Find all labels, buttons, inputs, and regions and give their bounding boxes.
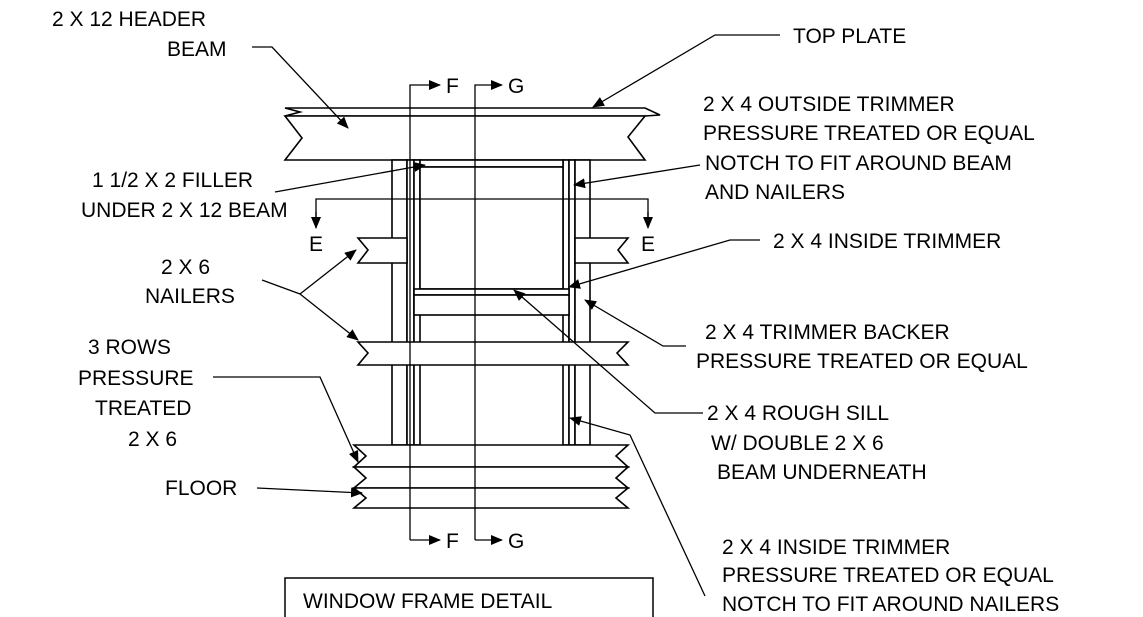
sill-beam (413, 294, 570, 316)
left-trimmer-backer (391, 159, 408, 446)
filler-strip (419, 159, 564, 168)
label-inside-trimmer-bottom-1: 2 X 4 INSIDE TRIMMER (722, 536, 950, 559)
label-nailers-1: 2 X 6 (161, 256, 210, 279)
label-filler-1: 1 1/2 X 2 FILLER (92, 169, 253, 192)
leader-lines (213, 34, 780, 597)
label-rough-sill-1: 2 X 4 ROUGH SILL (707, 402, 889, 425)
label-rough-sill-3: BEAM UNDERNEATH (717, 461, 927, 484)
label-filler-2: UNDER 2 X 12 BEAM (81, 199, 288, 222)
section-markers: F F G G E E (309, 75, 655, 553)
label-nailers-2: NAILERS (145, 285, 235, 308)
section-g-top: G (508, 75, 524, 98)
frame-structure (283, 107, 661, 509)
label-inside-trimmer-top: 2 X 4 INSIDE TRIMMER (773, 230, 1001, 253)
label-rough-sill-2: W/ DOUBLE 2 X 6 (711, 432, 884, 455)
section-f-bottom: F (446, 530, 459, 553)
treated-row-1 (351, 444, 631, 468)
label-rows-4: 2 X 6 (128, 428, 177, 451)
treated-row-3 (351, 487, 631, 509)
label-outside-trimmer-1: 2 X 4 OUTSIDE TRIMMER (703, 93, 955, 116)
nailer-upper-left (356, 237, 408, 264)
title-block: WINDOW FRAME DETAIL (284, 577, 654, 617)
top-plate (284, 107, 661, 117)
label-trimmer-backer-1: 2 X 4 TRIMMER BACKER (705, 321, 950, 344)
label-inside-trimmer-bottom-2: PRESSURE TREATED OR EQUAL (722, 564, 1054, 587)
labels: 2 X 12 HEADER BEAM TOP PLATE 2 X 4 OUTSI… (52, 8, 1059, 616)
label-outside-trimmer-4: AND NAILERS (705, 181, 845, 204)
label-inside-trimmer-bottom-3: NOTCH TO FIT AROUND NAILERS (722, 593, 1059, 616)
drawing-title: WINDOW FRAME DETAIL (303, 590, 552, 613)
window-opening (419, 166, 564, 290)
rough-sill (413, 288, 570, 296)
label-outside-trimmer-3: NOTCH TO FIT AROUND BEAM (705, 152, 1012, 175)
nailer-lower (356, 341, 630, 366)
label-header-beam-2: BEAM (167, 38, 227, 61)
section-g-bottom: G (508, 530, 524, 553)
right-outside-trimmer (568, 159, 576, 446)
label-rows-3: TREATED (95, 397, 191, 420)
label-rows-2: PRESSURE (78, 367, 194, 390)
label-outside-trimmer-2: PRESSURE TREATED OR EQUAL (703, 122, 1035, 145)
label-trimmer-backer-2: PRESSURE TREATED OR EQUAL (696, 350, 1028, 373)
label-top-plate: TOP PLATE (793, 25, 906, 48)
label-floor: FLOOR (165, 477, 237, 500)
label-rows-1: 3 ROWS (88, 336, 171, 359)
header-beam (283, 115, 647, 161)
label-header-beam-1: 2 X 12 HEADER (52, 8, 206, 31)
section-e-right: E (641, 233, 655, 256)
treated-row-2 (351, 466, 631, 489)
nailer-upper-right (574, 237, 630, 264)
right-trimmer-backer (574, 159, 591, 446)
section-f-top: F (446, 75, 459, 98)
section-e-left: E (309, 233, 323, 256)
